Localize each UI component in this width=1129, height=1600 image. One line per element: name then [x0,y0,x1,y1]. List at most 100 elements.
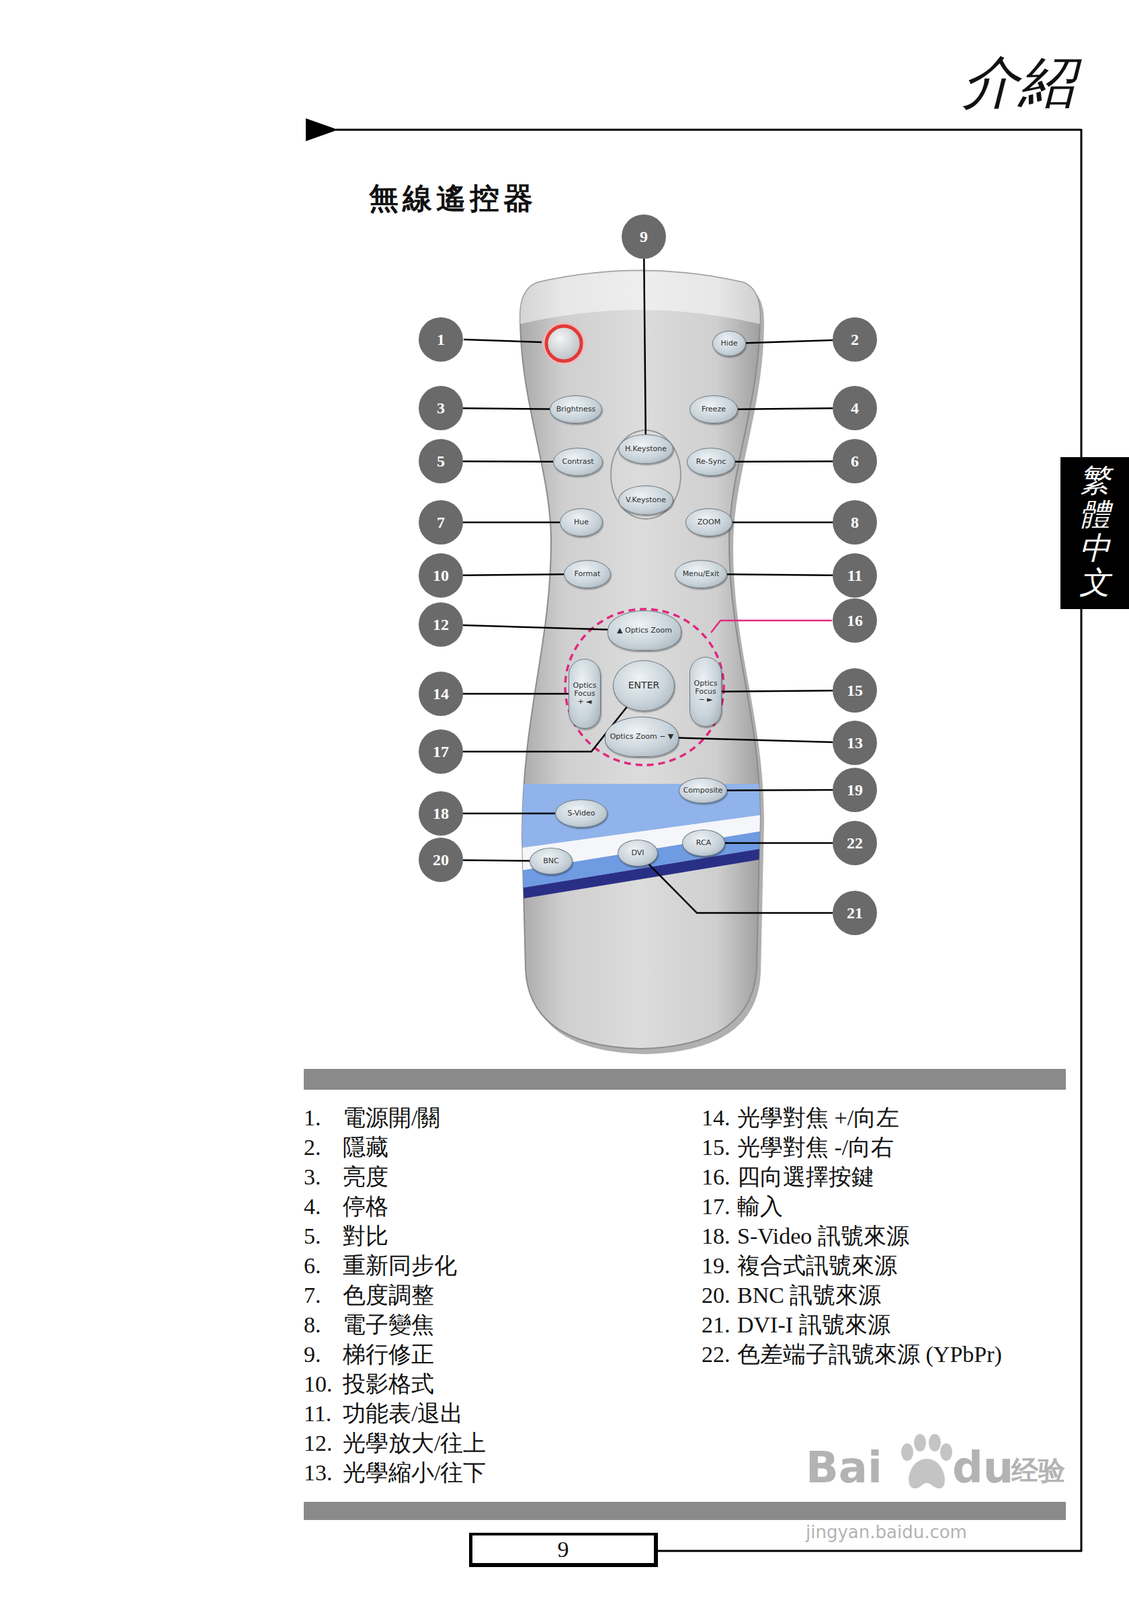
leader-line [463,573,564,575]
remote-button: ▲ Optics Zoom [607,610,682,651]
button-label: Format [574,569,601,578]
button-label: Freeze [701,405,726,414]
list-number: 10. [303,1368,333,1399]
callout-text: 17 [432,742,449,761]
callout-text: 15 [846,681,863,700]
watermark-paw [901,1433,953,1488]
leader-line [463,692,569,695]
button-label: S-Video [567,809,595,818]
callout-number: 2 [832,317,877,362]
leader-line [721,690,833,692]
button-label: H.Keystone [624,444,667,453]
leader-line [463,339,542,343]
remote-bands [517,783,763,900]
remote-button: Menu/Exit [674,559,728,589]
callout-text: 3 [436,399,445,418]
frame-arrow [305,118,339,142]
leader-line [745,340,833,343]
remote-button: Hue [559,508,603,537]
callout-number: 21 [832,890,877,935]
list-number: 4. [303,1191,322,1222]
callout-text: 1 [436,330,445,349]
page-title: 無線遙控器 [368,178,537,219]
leader-line [711,620,832,633]
button-label: BNC [542,856,559,865]
callout-number: 14 [418,671,464,716]
callout-text: 10 [432,566,449,585]
remote-button: Optics Focus + ◄ [568,658,601,729]
leader-line [678,737,833,743]
button-label: Optics Zoom − ▼ [610,732,675,741]
remote-illustration [517,270,765,1055]
list-item: 停格 [342,1191,389,1222]
leader-line [463,521,560,524]
callout-text: 20 [432,850,449,869]
list-item: 光學放大/往上 [342,1428,486,1458]
callout-number: 3 [418,385,464,431]
callout-text: 4 [850,399,859,418]
callout-number: 20 [418,837,464,882]
button-label: V.Keystone [625,495,666,505]
callout-number: 12 [418,602,464,647]
button-label: Composite [683,786,724,795]
list-item: 隱藏 [342,1132,389,1162]
list-number: 12. [303,1428,333,1458]
callout-text: 22 [846,833,863,853]
callout-number: 10 [418,553,464,598]
callout-text: 6 [850,452,859,471]
list-number: 17. [701,1191,731,1222]
button-label: Hue [573,518,589,527]
language-tab [1060,456,1129,609]
button-label: Optics Focus + ◄ [571,681,599,706]
callout-number: 4 [832,385,877,431]
list-item: 光學縮小/往下 [342,1457,486,1488]
button-label: Optics Focus − ► [692,679,720,704]
callout-number: 17 [418,729,464,774]
list-item: 梯行修正 [342,1339,435,1369]
remote-button: V.Keystone [618,485,674,515]
list-number: 9. [303,1339,322,1369]
button-label: Contrast [561,457,594,466]
frame-line [657,1549,1082,1552]
list-item: 亮度 [342,1161,389,1192]
callout-text: 9 [639,227,648,246]
remote-button: DVI [617,839,658,867]
leader-line [649,864,834,913]
leader-line [737,407,833,409]
callout-number: 8 [832,499,877,545]
frame-line [1080,129,1083,1552]
callout-text: 21 [846,903,863,923]
callout-text: 12 [432,615,449,634]
callout-text: 16 [846,611,863,630]
list-item: 對比 [342,1221,389,1251]
callout-text: 18 [432,804,449,823]
remote-button: ZOOM [685,508,733,537]
list-item: 功能表/退出 [342,1398,464,1429]
remote-button: Format [563,559,611,589]
leader-line [727,573,833,575]
page-number-box [469,1532,658,1567]
remote-button: H.Keystone [618,434,674,464]
leader-line [732,521,833,524]
button-label: DVI [631,848,644,857]
list-number: 21. [701,1309,731,1340]
leader-line [463,460,554,463]
list-number: 22. [701,1339,731,1369]
page-number: 9 [557,1536,570,1562]
callout-number: 19 [832,767,877,812]
callout-text: 14 [432,684,449,703]
leader-line [463,624,608,630]
leader-line [735,460,833,463]
list-item: 光學對焦 -/向右 [737,1132,894,1162]
callout-number: 15 [832,667,877,713]
list-item: 輸入 [737,1191,783,1222]
callout-number: 22 [832,820,877,865]
list-number: 8. [303,1309,322,1340]
leader-line [725,842,833,845]
callout-text: 13 [846,733,863,752]
list-number: 3. [303,1161,322,1192]
grey-bar [303,1501,1066,1520]
button-label: ENTER [628,680,660,691]
list-item: 複合式訊號來源 [737,1250,898,1281]
